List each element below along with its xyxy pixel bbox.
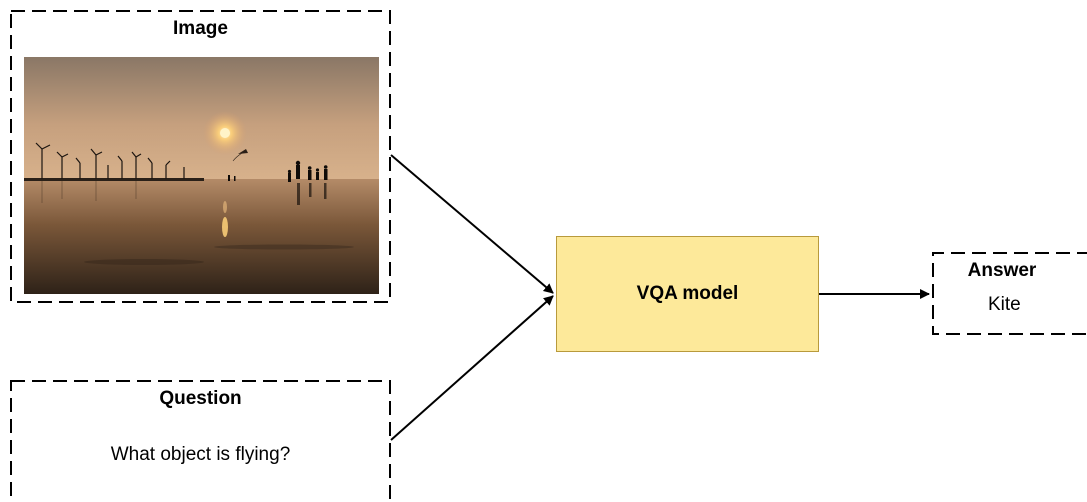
- sunset-kite-photo: [24, 57, 379, 294]
- question-box-title: Question: [159, 388, 242, 409]
- question-text: What object is flying?: [110, 444, 291, 465]
- question-box-border: [10, 380, 391, 502]
- vqa-model-label: VQA model: [636, 283, 739, 304]
- answer-box-border: [932, 252, 1087, 335]
- image-input-box: Image: [10, 10, 391, 303]
- question-to-model-arrow: [390, 295, 554, 441]
- image-box-border: [10, 10, 391, 303]
- vqa-model-box: VQA model: [556, 236, 819, 352]
- answer-text: Kite: [988, 294, 1021, 315]
- question-input-box: Question What object is flying?: [10, 380, 391, 502]
- answer-output-box: Answer Kite: [932, 252, 1087, 335]
- image-to-model-arrow: [390, 154, 554, 294]
- answer-box-title: Answer: [967, 260, 1037, 281]
- image-box-title: Image: [173, 18, 228, 39]
